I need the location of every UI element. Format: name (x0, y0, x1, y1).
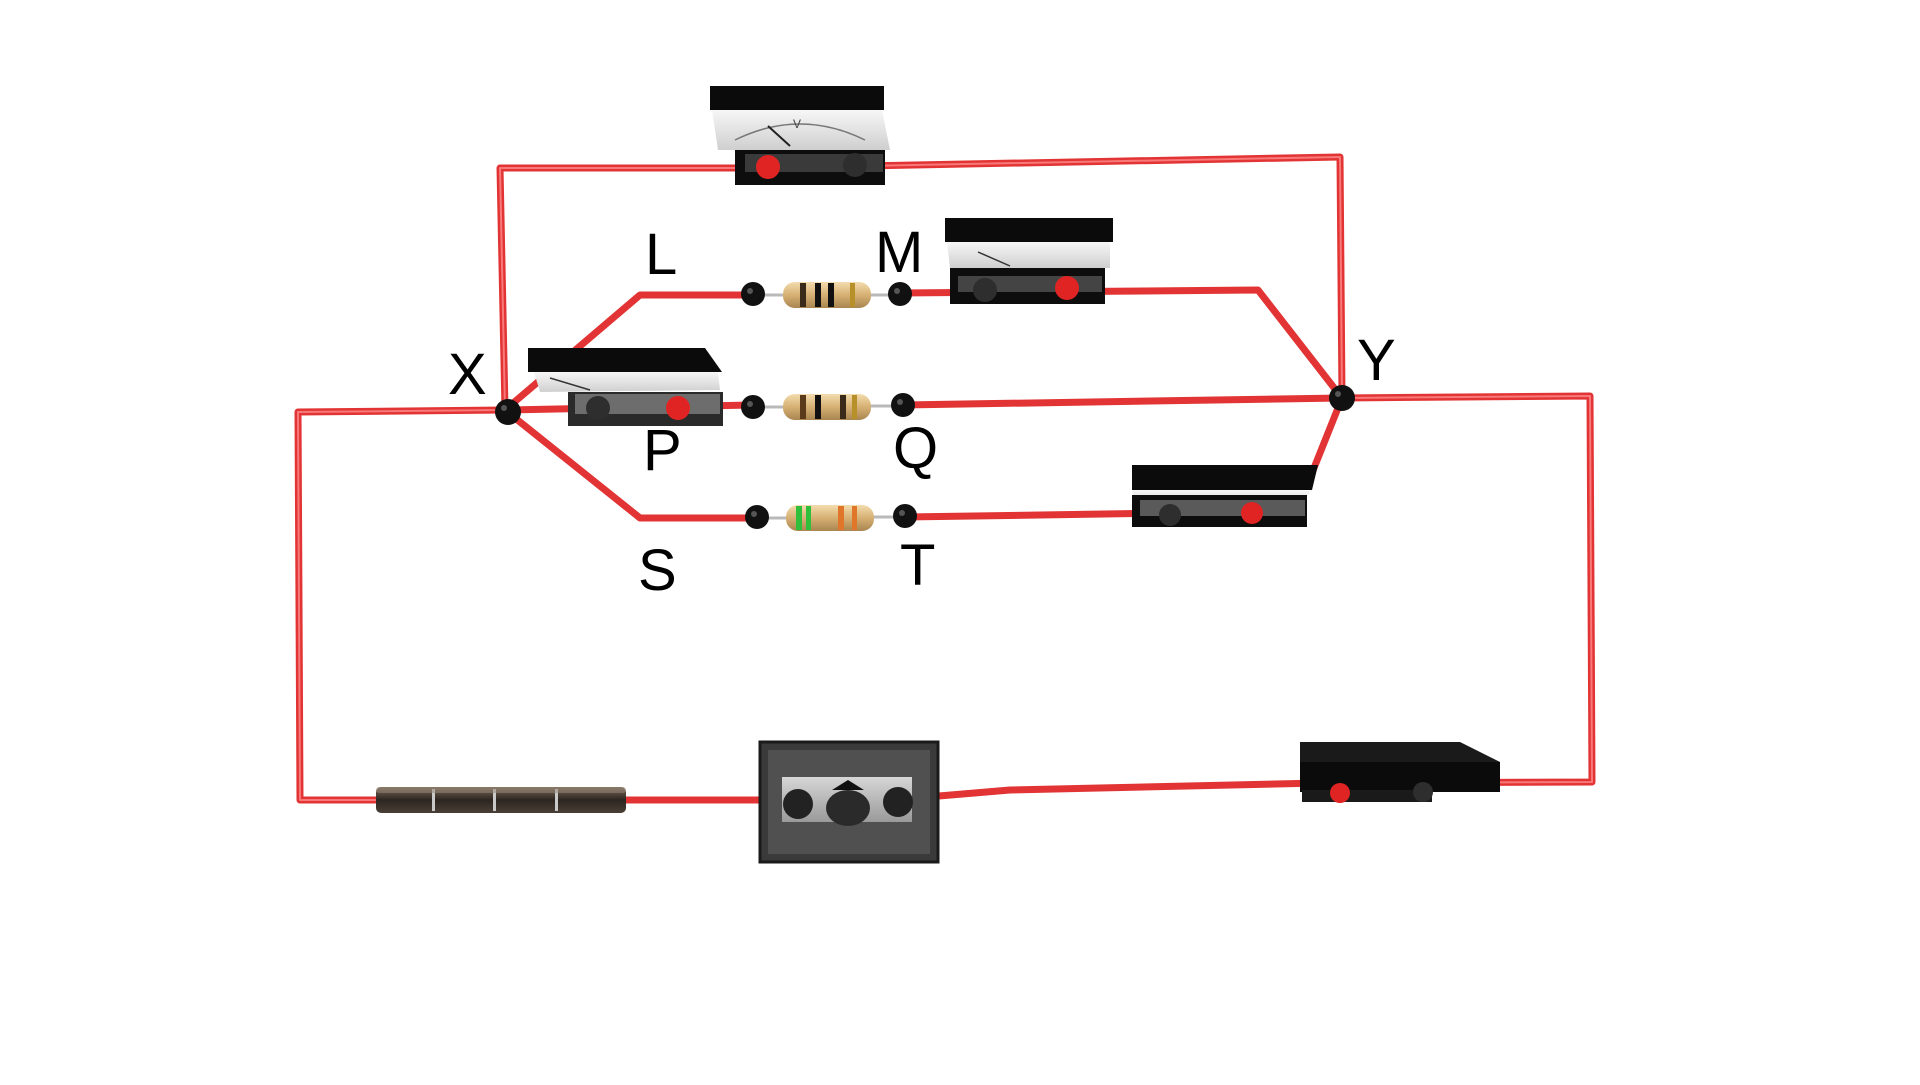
ammeter-bottom-branch (1132, 465, 1318, 527)
terminal-negative (843, 153, 867, 177)
terminal-posts (495, 282, 1355, 529)
label-s: S (638, 538, 677, 603)
terminal-t (893, 504, 917, 528)
junction-x (495, 399, 521, 425)
voltmeter-symbol: V (793, 117, 801, 131)
label-x: X (448, 342, 487, 407)
wire-bottom-branch (501, 406, 759, 522)
ammeter-middle-branch (528, 348, 723, 426)
junction-y (1329, 385, 1355, 411)
resistor-lm (752, 282, 900, 308)
wire-middle-branch-right (899, 394, 1346, 409)
main-ammeter (1300, 742, 1500, 803)
switch (758, 740, 940, 864)
terminal-m (888, 282, 912, 306)
ammeter-top-branch (945, 218, 1113, 304)
label-y: Y (1357, 328, 1396, 393)
label-l: L (645, 222, 677, 287)
label-p: P (643, 418, 682, 483)
wire-main-left (294, 406, 509, 804)
label-m: M (875, 220, 923, 285)
battery (376, 787, 626, 813)
wire-switch-ammeter (911, 779, 1324, 802)
wire-main-right (1316, 392, 1596, 787)
resistor-pq (752, 394, 903, 420)
terminal-p (741, 395, 765, 419)
terminal-s (745, 505, 769, 529)
label-t: T (900, 533, 935, 598)
label-q: Q (893, 416, 938, 481)
wires (294, 153, 1596, 804)
labels: X Y L M P Q S T (448, 220, 1396, 603)
wire-top-branch-right (896, 286, 1346, 402)
terminal-l (741, 282, 765, 306)
resistor-st (755, 505, 905, 531)
terminal-positive (756, 155, 780, 179)
voltmeter: V (710, 86, 890, 185)
terminal-q (891, 393, 915, 417)
